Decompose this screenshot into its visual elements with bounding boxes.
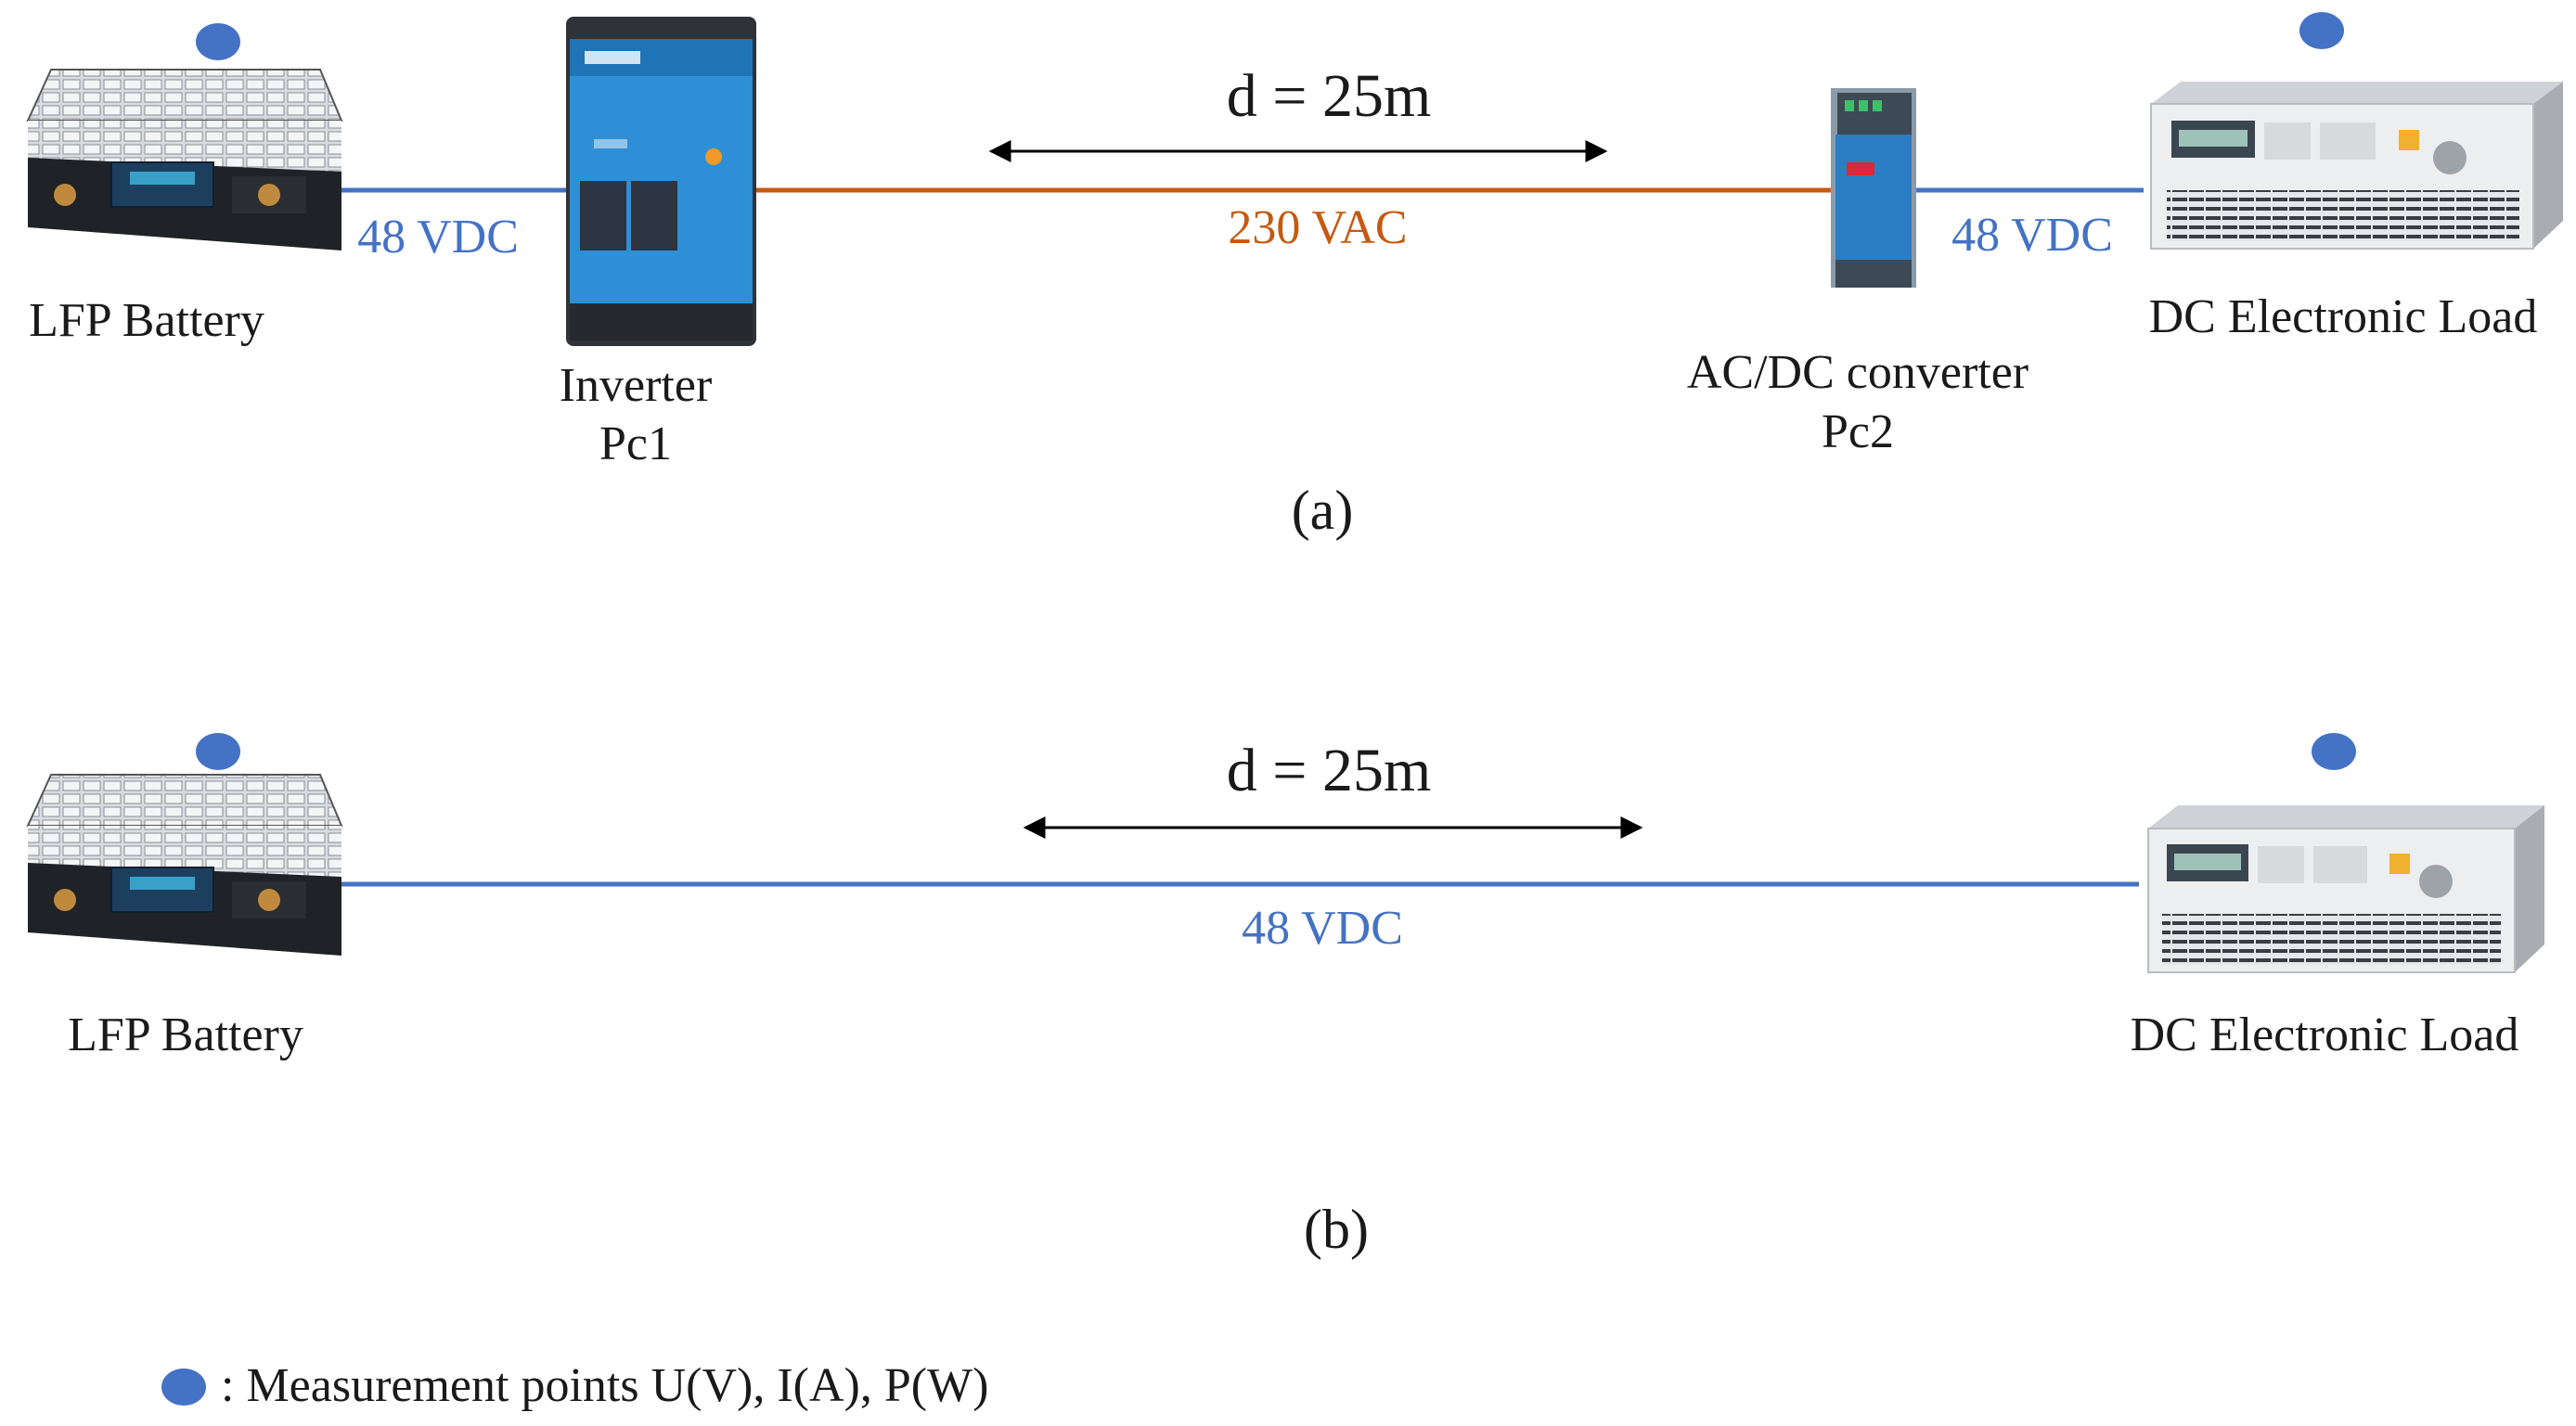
dc-voltage-b: 48 VDC [1242, 902, 1403, 955]
legend: : Measurement points U(V), I(A), P(W) [161, 1359, 988, 1412]
dc-electronic-load-image-b [2147, 805, 2544, 973]
dc-voltage-left-a: 48 VDC [357, 211, 519, 263]
measurement-point-battery-a [196, 23, 240, 60]
lfp-battery-label-b: LFP Battery [68, 1008, 303, 1061]
inverter-sub-label: Pc1 [599, 418, 672, 470]
legend-text: : Measurement points U(V), I(A), P(W) [221, 1359, 988, 1412]
panel-b: d = 25m 48 VDC LFP Battery [26, 733, 2544, 1260]
dc-electronic-load-label-a: DC Electronic Load [2149, 290, 2538, 343]
ac-voltage-a: 230 VAC [1228, 201, 1407, 254]
ac-dc-converter-sub-label: Pc2 [1822, 405, 1894, 458]
inverter-image [566, 17, 756, 346]
ac-dc-converter-label: AC/DC converter [1687, 346, 2029, 399]
dc-electronic-load-label-b: DC Electronic Load [2131, 1008, 2519, 1061]
panel-a: d = 25m 48 VDC 230 VAC 48 VDC LFP Batter… [26, 12, 2563, 541]
distance-label-a: d = 25m [1227, 62, 1432, 130]
measurement-point-battery-b [196, 733, 240, 770]
ac-dc-converter-image [1831, 88, 1916, 288]
measurement-point-load-a [2299, 12, 2344, 49]
measurement-point-load-b [2312, 733, 2356, 770]
inverter-label: Inverter [560, 359, 713, 412]
dc-voltage-right-a: 48 VDC [1951, 209, 2113, 262]
dc-electronic-load-image-a [2150, 82, 2563, 250]
caption-b: (b) [1304, 1199, 1369, 1260]
caption-a: (a) [1292, 480, 1354, 541]
distance-label-b: d = 25m [1227, 737, 1432, 804]
lfp-battery-image-a [26, 69, 343, 251]
lfp-battery-image-b [26, 774, 343, 956]
legend-marker [161, 1368, 206, 1406]
lfp-battery-label-a: LFP Battery [29, 294, 264, 347]
